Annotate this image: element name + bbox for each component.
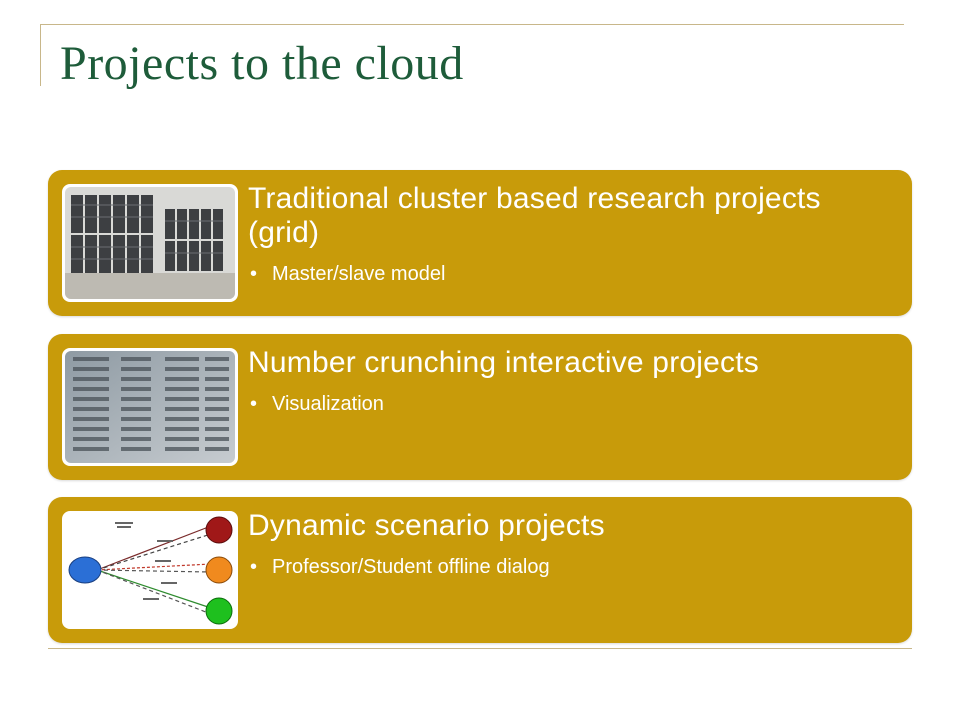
thumbnail-frame [62,184,238,302]
card-dynamic-scenario: Dynamic scenario projects • Professor/St… [48,497,912,643]
card-text: Number crunching interactive projects • … [248,346,882,416]
card-bullet: • Professor/Student offline dialog [248,555,882,579]
bullet-dot: • [250,393,258,415]
bullet-text: Professor/Student offline dialog [272,556,550,578]
card-bullet: • Master/slave model [248,262,882,286]
bullet-dot: • [250,556,258,578]
card-cluster-projects: Traditional cluster based research proje… [48,170,912,316]
card-text: Traditional cluster based research proje… [248,182,882,286]
card-bullet: • Visualization [248,392,882,416]
thumbnail-frame [62,348,238,466]
card-title: Number crunching interactive projects [248,346,759,379]
bullet-dot: • [250,263,258,285]
scenario-diagram-icon [65,514,235,626]
frame-bottom-line [48,648,912,649]
frame-left-line [40,24,41,86]
card-title: Traditional cluster based research proje… [248,182,821,249]
card-number-crunching: Number crunching interactive projects • … [48,334,912,480]
thumbnail-frame [62,511,238,629]
bullet-text: Visualization [272,393,384,415]
slide-title: Projects to the cloud [60,37,464,90]
server-rack-photo-icon [65,187,235,299]
card-text: Dynamic scenario projects • Professor/St… [248,509,882,579]
card-title: Dynamic scenario projects [248,509,605,542]
bullet-text: Master/slave model [272,263,446,285]
numbers-table-photo-icon [65,351,235,463]
frame-top-line [40,24,904,25]
